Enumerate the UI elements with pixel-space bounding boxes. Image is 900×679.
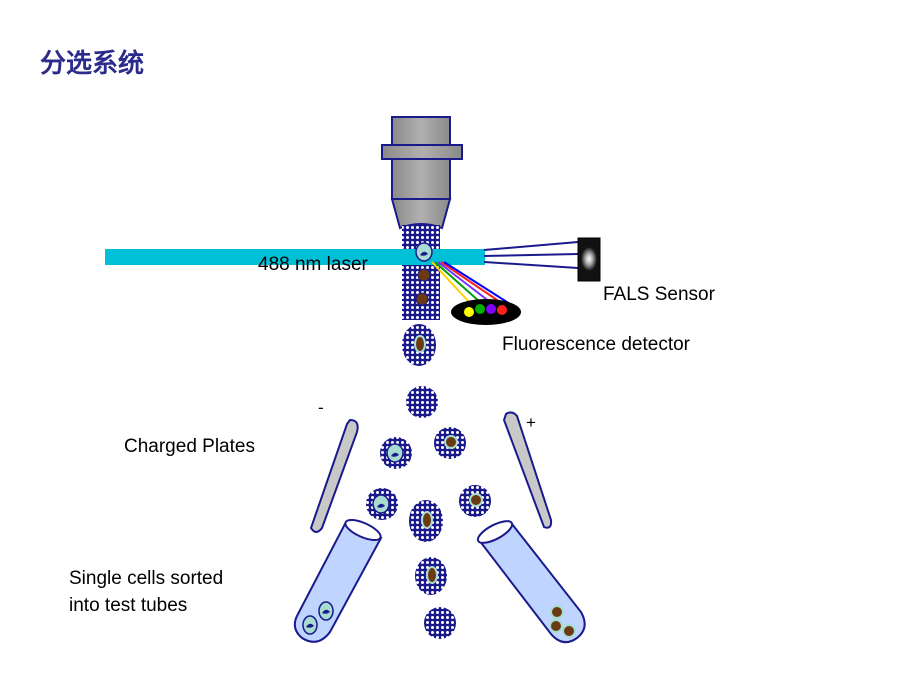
fals-sensor — [577, 237, 601, 282]
fals-sensor-label: FALS Sensor — [603, 284, 716, 305]
charged-plates-label: Charged Plates — [124, 436, 255, 457]
fluorescence-rays — [431, 261, 511, 305]
cell — [417, 268, 431, 282]
sorted-cells-label-line1: Single cells sorted — [69, 568, 223, 589]
scatter-rays — [483, 241, 579, 269]
droplet — [459, 485, 491, 517]
cell — [415, 242, 433, 262]
droplet — [406, 386, 438, 418]
cell — [415, 292, 429, 306]
charged-plate-positive — [502, 411, 553, 529]
droplet — [415, 557, 447, 595]
page-title: 分选系统 — [40, 48, 144, 79]
fluorescence-detector — [451, 299, 521, 325]
droplet — [402, 324, 436, 366]
sorted-cells-label-line2: into test tubes — [69, 595, 187, 616]
objective-lens — [381, 116, 463, 230]
laser-label: 488 nm laser — [258, 254, 369, 275]
droplet — [424, 607, 456, 639]
droplet — [409, 500, 443, 542]
charged-plate-negative — [309, 418, 359, 533]
droplet — [380, 437, 412, 469]
minus-sign: - — [318, 398, 324, 417]
test-tube-right — [476, 520, 586, 644]
fluorescence-detector-label: Fluorescence detector — [502, 334, 691, 355]
droplet — [434, 427, 466, 459]
droplet — [366, 488, 398, 520]
sorted-cells-label: Single cells sorted into test tubes — [69, 568, 228, 616]
test-tube-left — [293, 518, 383, 643]
laser-beam — [105, 249, 485, 265]
plus-sign: + — [526, 413, 536, 432]
